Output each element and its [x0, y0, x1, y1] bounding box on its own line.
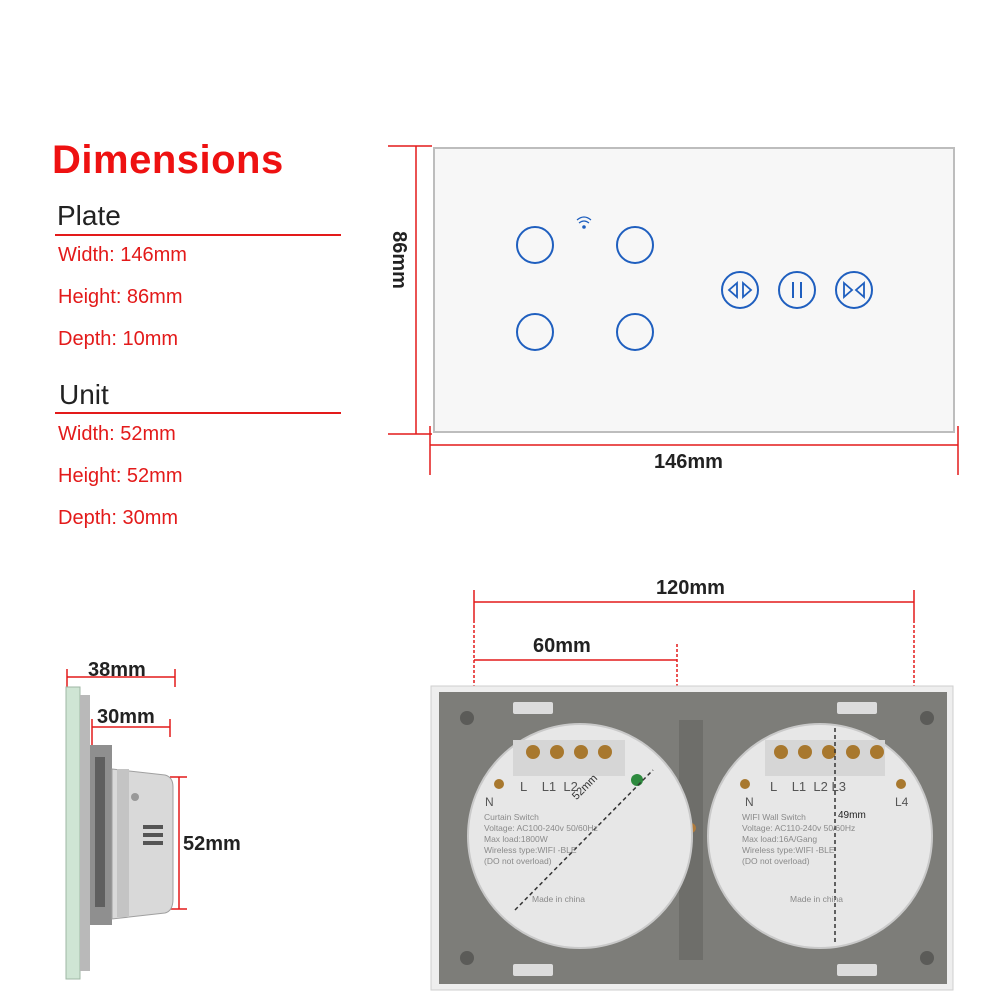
right-l4-label: L4: [895, 795, 909, 809]
plate-heading: Plate: [57, 200, 121, 231]
left-module-specs: Curtain Switch Voltage: AC100-240v 50/60…: [484, 812, 598, 866]
curtain-pause-icon: [778, 271, 816, 309]
unit-width: Width: 52mm: [58, 423, 176, 445]
left-neutral-label: N: [485, 795, 494, 809]
height-49-label: 49mm: [838, 810, 866, 821]
wifi-icon: [576, 216, 592, 229]
unit-depth-label: 30mm: [97, 706, 155, 728]
page-title: Dimensions: [52, 138, 284, 182]
left-terminal-labels: L L1 L2: [520, 779, 578, 794]
left-made-in: Made in china: [532, 894, 585, 904]
plate-height: Height: 86mm: [58, 286, 183, 308]
plate-depth: Depth: 10mm: [58, 328, 179, 350]
front-view: [388, 145, 959, 475]
unit-height-label: 52mm: [183, 833, 241, 855]
gang-button-2: [616, 226, 654, 264]
curtain-open-icon: [721, 271, 759, 309]
right-neutral-label: N: [745, 795, 754, 809]
plate-height-label: 86mm: [388, 231, 410, 289]
right-module-specs: WIFI Wall Switch Voltage: AC110-240v 50/…: [742, 812, 856, 866]
glass-plate: [433, 147, 955, 433]
unit-depth: Depth: 30mm: [58, 507, 179, 529]
total-depth-label: 38mm: [88, 659, 146, 681]
gang-button-3: [516, 313, 554, 351]
span-120-label: 120mm: [656, 577, 725, 599]
unit-heading: Unit: [59, 379, 109, 410]
curtain-close-icon: [835, 271, 873, 309]
plate-divider: [55, 234, 341, 236]
side-view: [65, 669, 187, 980]
back-view: [430, 590, 954, 991]
gang-button-4: [616, 313, 654, 351]
right-module: [707, 723, 933, 949]
span-60-label: 60mm: [533, 635, 591, 657]
unit-divider: [55, 412, 341, 414]
unit-height: Height: 52mm: [58, 465, 183, 487]
plate-width-label: 146mm: [654, 451, 723, 473]
plate-width: Width: 146mm: [58, 244, 187, 266]
right-terminal-labels: L L1 L2 L3: [770, 779, 846, 794]
gang-button-1: [516, 226, 554, 264]
right-made-in: Made in china: [790, 894, 843, 904]
